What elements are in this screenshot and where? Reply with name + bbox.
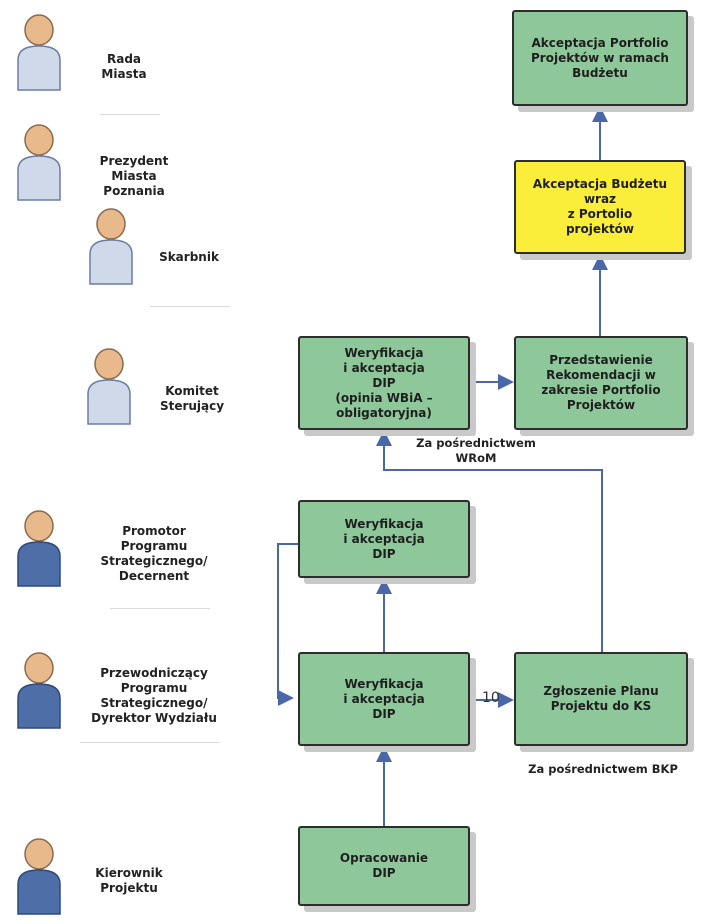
actor-label: Komitet Sterujący	[159, 384, 225, 413]
actor-label: Prezydent Miasta Poznania	[99, 154, 169, 198]
person-icon	[17, 14, 61, 91]
person-icon	[17, 652, 61, 729]
box-label: Przedstawienie Rekomendacji w zakresie P…	[541, 353, 661, 412]
person-icon	[87, 348, 131, 425]
actor-label: Promotor Programu Strategicznego/ Decern…	[100, 524, 208, 583]
box-label: Weryfikacja i akceptacja DIP	[343, 516, 425, 561]
divider-line	[80, 742, 220, 743]
divider-line	[100, 114, 160, 115]
box-label: Opracowanie DIP	[339, 851, 429, 880]
box-label: Akceptacja Budżetu wraz z Portolio proje…	[532, 177, 668, 236]
box-akceptacja-portfolio: Akceptacja Portfolio Projektów w ramach …	[512, 10, 688, 106]
actor-label: Przewodniczący Programu Strategicznego/ …	[91, 666, 217, 725]
box-weryfikacja-promotor: Weryfikacja i akceptacja DIP	[298, 500, 470, 578]
box-weryfikacja-dip-ks: Weryfikacja i akceptacja DIP (opinia WBi…	[298, 336, 470, 430]
box-label: Weryfikacja i akceptacja DIP (opinia WBi…	[335, 345, 433, 420]
actor-label: Kierownik Projektu	[95, 866, 163, 895]
box-opracowanie: Opracowanie DIP	[298, 826, 470, 906]
actor-label: Skarbnik	[159, 250, 219, 264]
box-weryfikacja-przewodniczacy: Weryfikacja i akceptacja DIP	[298, 652, 470, 746]
actor-promotor: Promotor Programu Strategicznego/ Decern…	[14, 506, 234, 596]
divider-line	[150, 306, 230, 307]
actor-przewodniczacy: Przewodniczący Programu Strategicznego/ …	[14, 648, 234, 738]
actor-komitet: Komitet Sterujący	[84, 344, 244, 434]
person-icon	[17, 838, 61, 915]
box-przedstawienie: Przedstawienie Rekomendacji w zakresie P…	[514, 336, 688, 430]
divider-line	[110, 608, 210, 609]
actor-prezydent: Prezydent Miasta Poznania	[14, 120, 194, 210]
step-number: 10	[482, 690, 500, 706]
box-akceptacja-budzetu: Akceptacja Budżetu wraz z Portolio proje…	[514, 160, 686, 254]
actor-rada-miasta: Rada Miasta	[14, 10, 174, 100]
actor-skarbnik: Skarbnik	[86, 204, 246, 294]
actor-kierownik: Kierownik Projektu	[14, 834, 194, 924]
person-icon	[89, 208, 133, 285]
person-icon	[17, 510, 61, 587]
actor-label: Rada Miasta	[101, 52, 147, 81]
box-label: Weryfikacja i akceptacja DIP	[343, 676, 425, 721]
note-wrom: Za pośrednictwem WRoM	[416, 436, 536, 465]
person-icon	[17, 124, 61, 201]
box-label: Akceptacja Portfolio Projektów w ramach …	[531, 35, 669, 80]
box-label: Zgłoszenie Planu Projektu do KS	[543, 684, 659, 713]
note-bkp: Za pośrednictwem BKP	[528, 762, 678, 776]
box-zgloszenie: Zgłoszenie Planu Projektu do KS	[514, 652, 688, 746]
